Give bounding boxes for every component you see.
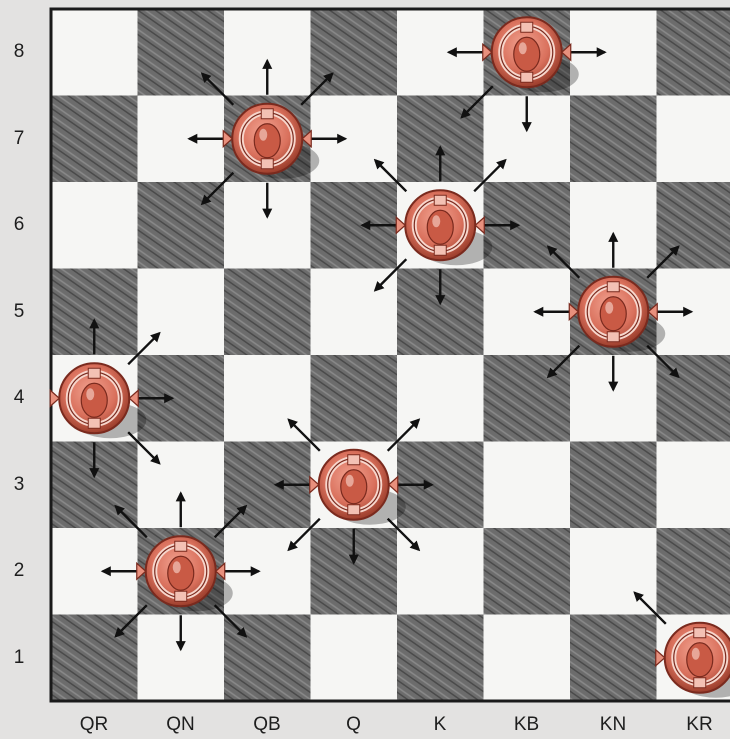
rank-label-3: 3 — [8, 474, 30, 496]
file-label-qr: QR — [51, 714, 137, 736]
rank-label-1: 1 — [8, 647, 30, 669]
piece-top-notch — [88, 368, 100, 378]
piece-top-notch — [348, 455, 360, 465]
piece-bottom-notch — [607, 332, 619, 342]
file-label-qb: QB — [224, 714, 310, 736]
piece-bottom-notch — [175, 591, 187, 601]
piece-highlight — [605, 302, 613, 314]
rank-label-6: 6 — [8, 214, 30, 236]
square-kb3 — [484, 442, 571, 529]
square-qb5 — [224, 269, 311, 356]
piece-bottom-notch — [434, 245, 446, 255]
square-qr6 — [51, 182, 138, 269]
piece-highlight — [259, 129, 267, 141]
piece-highlight — [432, 215, 440, 227]
square-kn7 — [570, 96, 657, 183]
square-k1 — [397, 615, 484, 702]
square-qr7 — [51, 96, 138, 183]
square-kn1 — [570, 615, 657, 702]
rank-label-7: 7 — [8, 128, 30, 150]
square-kr6 — [657, 182, 730, 269]
square-kr2 — [657, 528, 730, 615]
file-label-kb: KB — [484, 714, 570, 736]
piece-highlight — [173, 561, 181, 573]
square-q4 — [311, 355, 398, 442]
square-kr3 — [657, 442, 730, 529]
piece-bottom-notch — [88, 418, 100, 428]
square-kn3 — [570, 442, 657, 529]
piece-bottom-notch — [694, 678, 706, 688]
rank-label-4: 4 — [8, 387, 30, 409]
square-q1 — [311, 615, 398, 702]
piece-dome — [427, 210, 453, 244]
file-label-k: K — [397, 714, 483, 736]
piece-dome — [168, 556, 194, 590]
piece-highlight — [86, 388, 94, 400]
piece-top-notch — [694, 628, 706, 638]
piece-bottom-notch — [348, 505, 360, 515]
piece-top-notch — [261, 109, 273, 119]
square-kr4 — [657, 355, 730, 442]
square-kb2 — [484, 528, 571, 615]
piece-highlight — [692, 648, 700, 660]
square-kr8 — [657, 9, 730, 96]
file-label-qn: QN — [138, 714, 224, 736]
file-label-q: Q — [311, 714, 397, 736]
file-label-kr: KR — [657, 714, 730, 736]
piece-highlight — [346, 475, 354, 487]
piece-dome — [81, 383, 107, 417]
piece-dome — [341, 470, 367, 504]
square-qr8 — [51, 9, 138, 96]
rank-label-5: 5 — [8, 301, 30, 323]
rank-label-8: 8 — [8, 41, 30, 63]
piece-top-notch — [521, 22, 533, 32]
square-kr7 — [657, 96, 730, 183]
piece-top-notch — [175, 541, 187, 551]
piece-top-notch — [434, 195, 446, 205]
piece-dome — [600, 297, 626, 331]
piece-top-notch — [607, 282, 619, 292]
file-label-kn: KN — [570, 714, 656, 736]
piece-bottom-notch — [261, 159, 273, 169]
piece-dome — [254, 124, 280, 158]
board-squares — [51, 9, 730, 701]
square-kb1 — [484, 615, 571, 702]
piece-dome — [514, 37, 540, 71]
piece-highlight — [519, 42, 527, 54]
piece-bottom-notch — [521, 72, 533, 82]
piece-dome — [687, 643, 713, 677]
rank-label-2: 2 — [8, 560, 30, 582]
